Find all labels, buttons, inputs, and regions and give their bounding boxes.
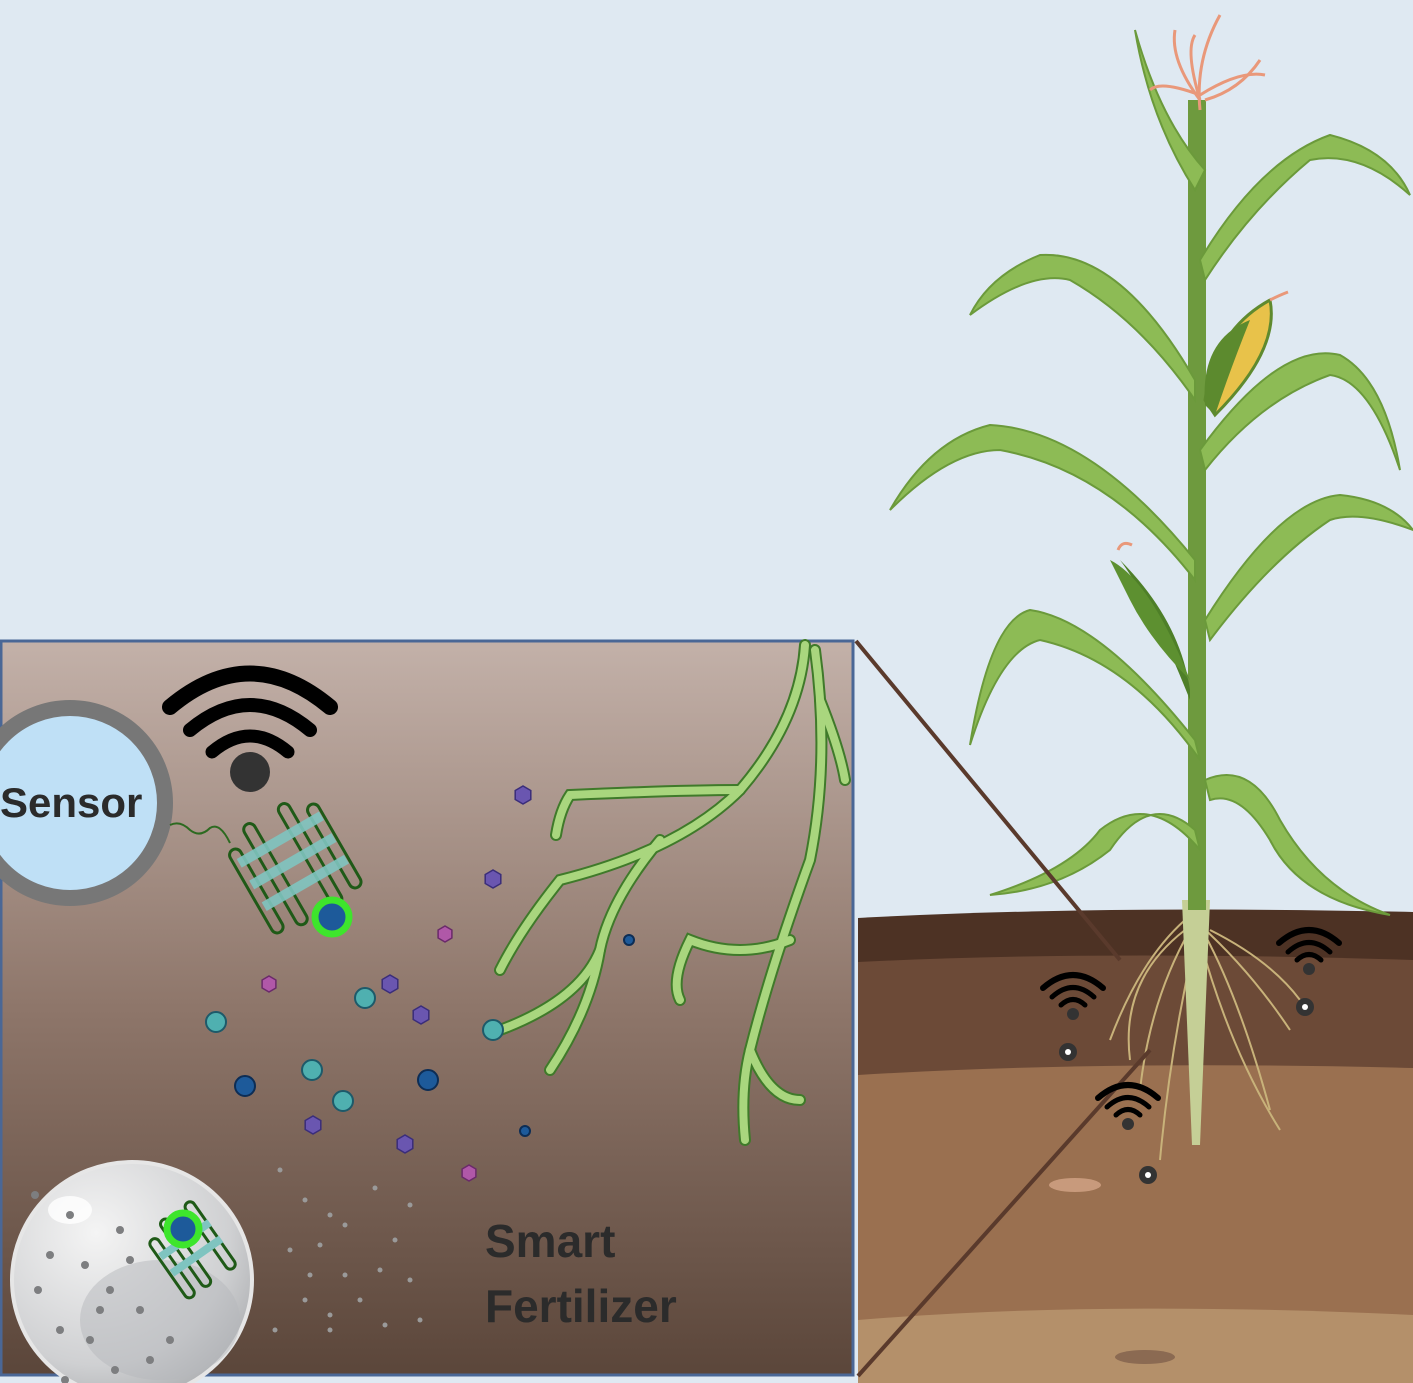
granule (377, 1267, 383, 1273)
granule (392, 1237, 398, 1243)
granule (302, 1297, 308, 1303)
sensor-wire (169, 822, 231, 844)
granule (166, 1336, 174, 1344)
leaves (889, 29, 1413, 916)
sensor-node (1139, 1166, 1157, 1184)
granule (357, 1297, 363, 1303)
target-molecule (417, 1069, 439, 1091)
granule (287, 1247, 293, 1253)
sensor-node (1059, 1043, 1077, 1061)
granule (56, 1326, 64, 1334)
granule (116, 1226, 124, 1234)
target-molecule (623, 934, 635, 946)
granule (81, 1261, 89, 1269)
released-granules (272, 1167, 423, 1333)
capsule-granules (31, 1191, 174, 1383)
soil-cross-section (858, 909, 1413, 1383)
granule (407, 1202, 413, 1208)
bound-target-molecule (311, 896, 353, 938)
granule (46, 1251, 54, 1259)
zoom-connector-top (854, 639, 1122, 962)
hexagon-particle (514, 785, 532, 805)
hexagon-particle (304, 1115, 322, 1135)
wifi-icon (1095, 1082, 1161, 1130)
fertilizer-capsule-icon (10, 1160, 254, 1383)
aptamer-probe-icon (228, 802, 363, 935)
granule (146, 1356, 154, 1364)
granule (31, 1191, 39, 1199)
granule (407, 1277, 413, 1283)
hexagon-particle (381, 974, 399, 994)
granule (66, 1211, 74, 1219)
hexagon-particle (261, 975, 277, 993)
granule (96, 1306, 104, 1314)
granule (342, 1222, 348, 1228)
granule (372, 1185, 378, 1191)
fertilizer-label: Fertilizer (485, 1280, 677, 1332)
hexagon-particle (412, 1005, 430, 1025)
corn-ear (1110, 297, 1273, 700)
root-icon (494, 639, 851, 1146)
smart-label: Smart (485, 1215, 615, 1267)
granule (136, 1306, 144, 1314)
granule (382, 1322, 388, 1328)
hexagon-particle (461, 1164, 477, 1182)
sensor-icon: Sensor (0, 700, 231, 906)
granule (277, 1167, 283, 1173)
target-molecule (519, 1125, 531, 1137)
nutrient-ion (354, 987, 376, 1009)
wifi-icon (1040, 972, 1106, 1020)
nutrient-ion (301, 1059, 323, 1081)
granule (302, 1197, 308, 1203)
granule (272, 1327, 278, 1333)
granule (61, 1376, 69, 1383)
wifi-icon (162, 665, 338, 792)
zoom-connector-bottom (856, 1048, 1152, 1378)
nutrient-particles (205, 785, 635, 1182)
granule (86, 1336, 94, 1344)
nutrient-ion (482, 1019, 504, 1041)
stem (1188, 100, 1206, 910)
granule (126, 1256, 134, 1264)
wifi-icon (1276, 927, 1342, 975)
tassel (1116, 14, 1289, 551)
granule (34, 1286, 42, 1294)
field-sensors (1040, 927, 1342, 1184)
granule (342, 1272, 348, 1278)
sensor-label: Sensor (0, 779, 142, 826)
corn-plant-icon (889, 14, 1413, 1161)
granule (327, 1312, 333, 1318)
granule (317, 1242, 323, 1248)
nutrient-ion (332, 1090, 354, 1112)
hexagon-particle (437, 925, 453, 943)
granule (327, 1212, 333, 1218)
granule (327, 1327, 333, 1333)
nutrient-ion (205, 1011, 227, 1033)
granule (307, 1272, 313, 1278)
sensor-node (1296, 998, 1314, 1016)
granule (106, 1286, 114, 1294)
granule (417, 1317, 423, 1323)
hexagon-particle (396, 1134, 414, 1154)
hexagon-particle (484, 869, 502, 889)
granule (111, 1366, 119, 1374)
stem-base (1182, 900, 1210, 1145)
target-molecule (234, 1075, 256, 1097)
